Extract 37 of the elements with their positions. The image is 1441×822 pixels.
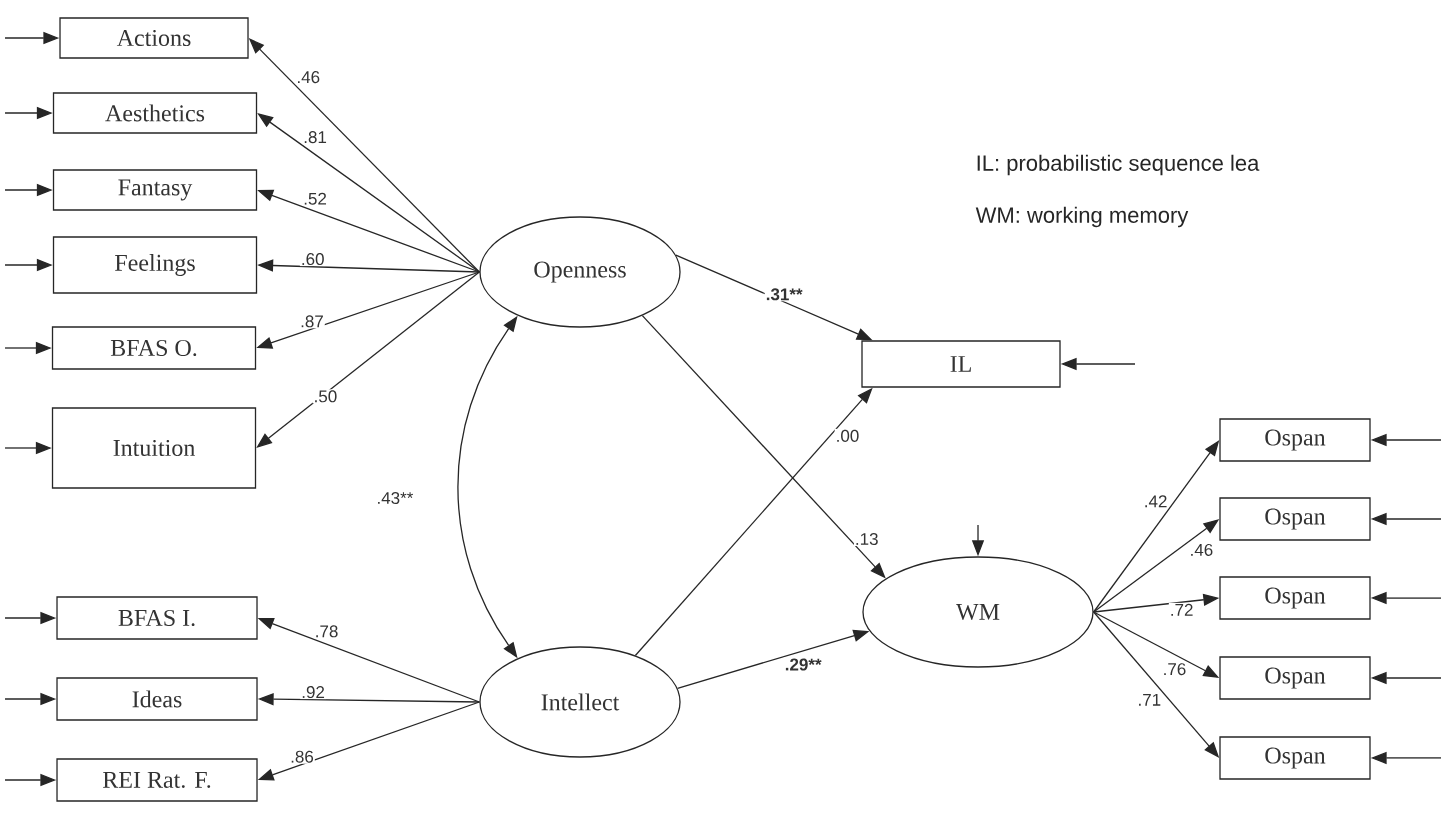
variable-box: Ospan <box>1219 418 1371 462</box>
edge-label: .42 <box>1142 494 1169 509</box>
variable-box: BFAS I. <box>56 596 258 640</box>
edge-label: .43** <box>375 491 415 505</box>
edge-label: .71 <box>1136 692 1163 707</box>
edge-label: .87 <box>299 314 325 329</box>
edge-label: .60 <box>299 252 326 267</box>
edge-label: .50 <box>312 389 339 404</box>
edge-label: .46 <box>1188 542 1215 557</box>
abbreviation-note: IL: probabilistic sequence lea <box>977 154 1260 176</box>
variable-box: BFAS O. <box>51 326 257 370</box>
variable-box: REI Rat. F. <box>56 758 258 802</box>
variable-box: Ospan <box>1219 576 1371 620</box>
abbreviation-note: WM: working memory <box>975 206 1189 228</box>
edge-label: .13 <box>853 532 880 547</box>
edge-label: .78 <box>313 624 340 639</box>
variable-box: Fantasy <box>52 169 258 211</box>
edge-label: .72 <box>1168 602 1195 617</box>
edge-label: .52 <box>302 191 328 206</box>
variable-box: Intuition <box>51 407 257 489</box>
edge-label: .00 <box>834 428 861 443</box>
variable-box: Feelings <box>52 236 258 294</box>
edge-label: .46 <box>295 70 322 85</box>
edge-label: .86 <box>289 749 315 764</box>
variable-box: Actions <box>59 17 249 59</box>
edge-label: .76 <box>1161 662 1188 677</box>
path-arrow <box>256 271 480 448</box>
edge-label: .31** <box>764 287 804 302</box>
variable-box: Ideas <box>56 677 258 721</box>
variable-box: Ospan <box>1219 656 1371 700</box>
variable-box: IL <box>861 340 1061 388</box>
edge-label: .29** <box>783 657 823 672</box>
variable-box: Aesthetics <box>52 92 258 134</box>
variable-box: Ospan <box>1219 497 1371 541</box>
variable-box: Ospan <box>1219 736 1371 780</box>
edge-label: .92 <box>300 685 326 700</box>
edge-label: .81 <box>302 130 328 145</box>
